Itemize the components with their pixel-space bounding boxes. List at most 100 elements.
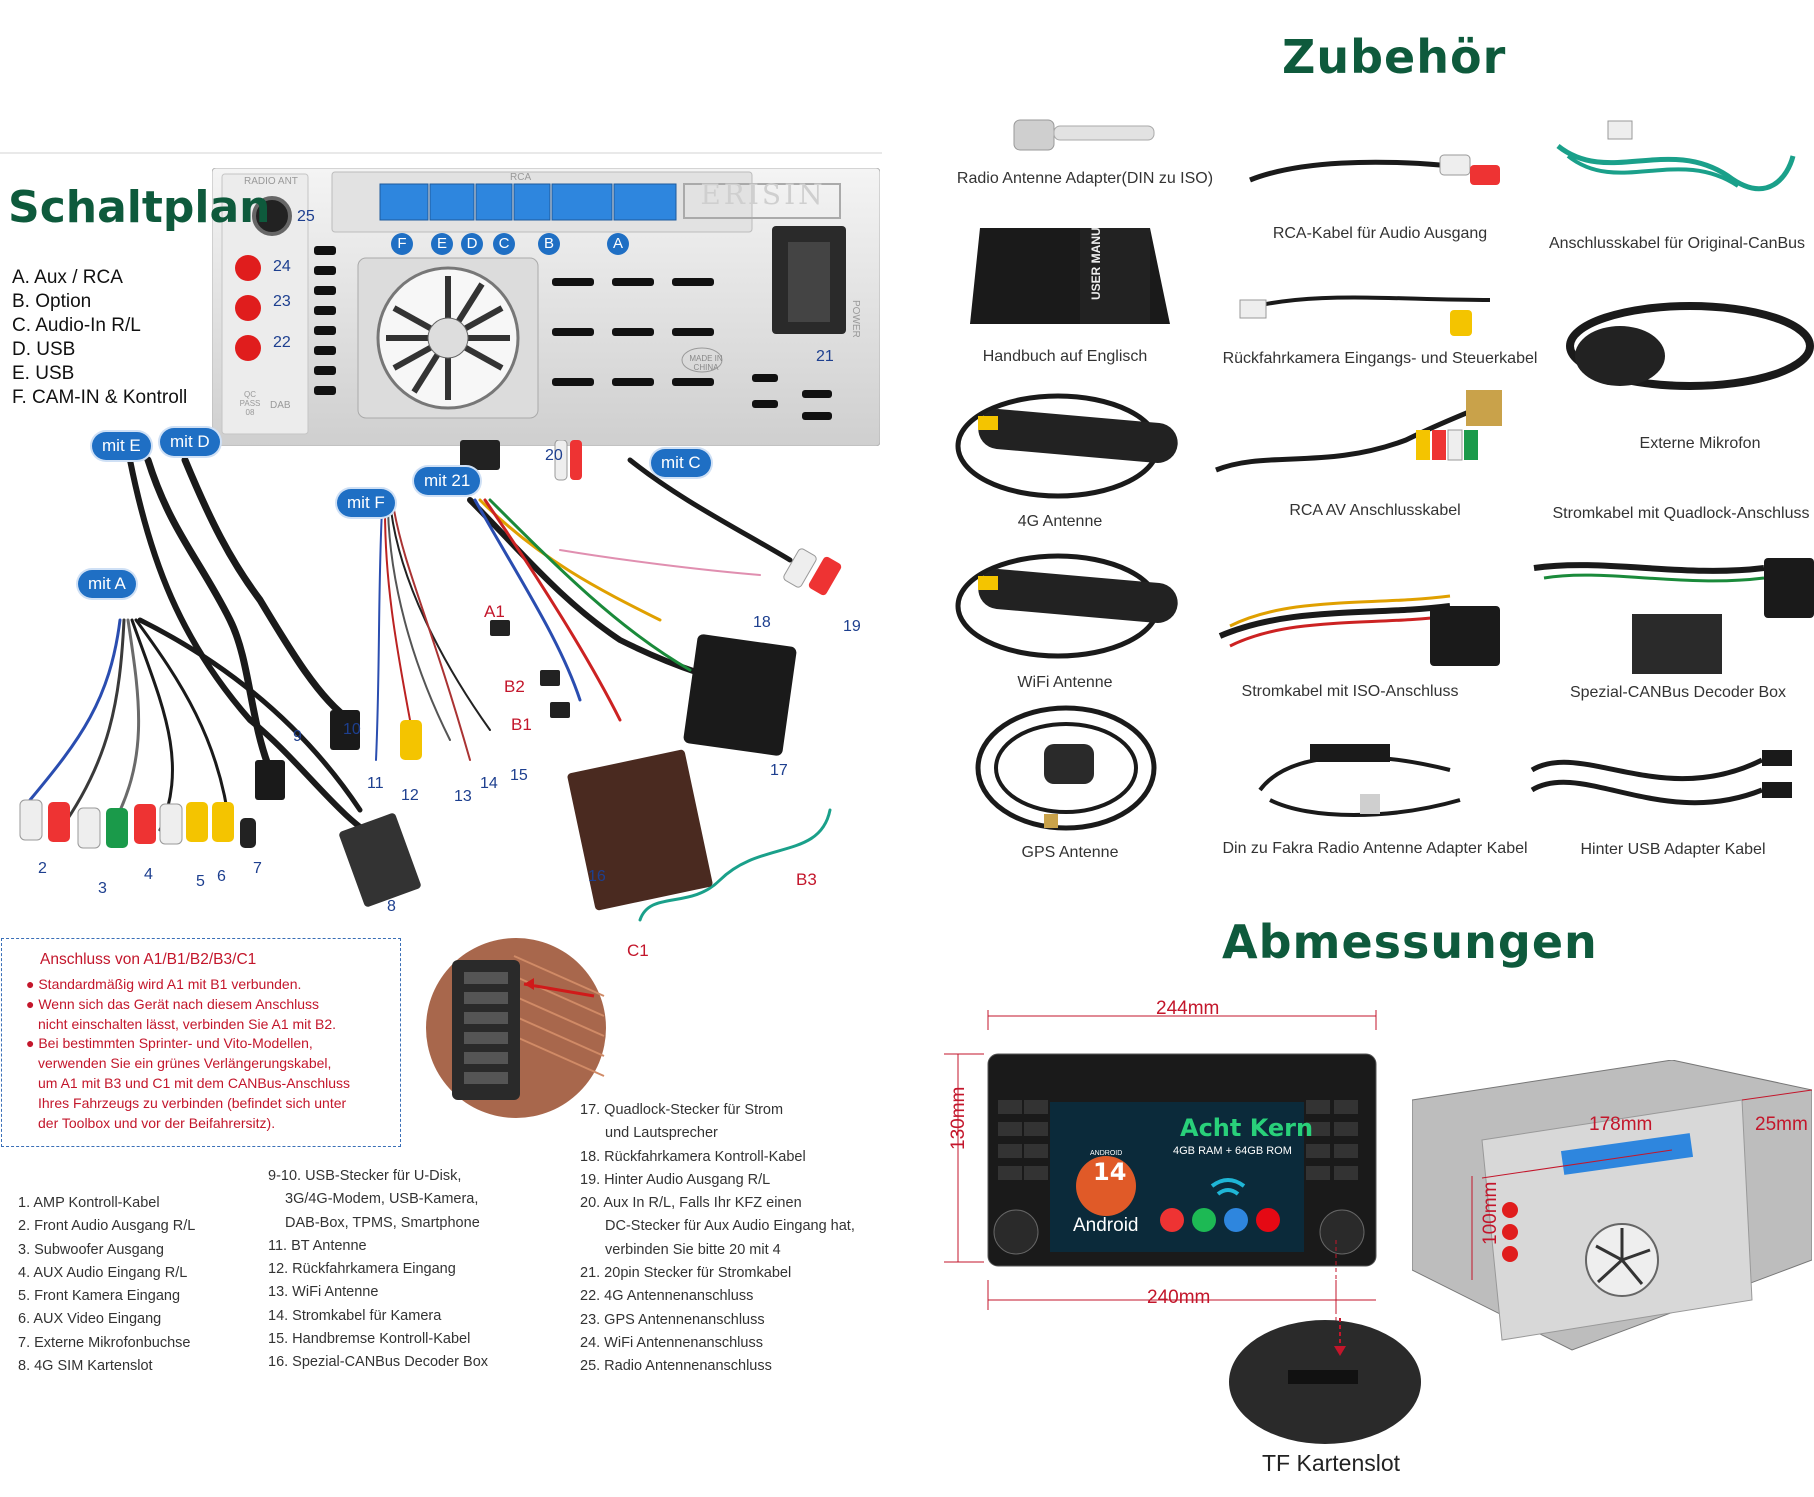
rca-label: RCA (510, 172, 532, 183)
list-item: 7. Externe Mikrofonbuchse (18, 1334, 191, 1351)
accessory-caption: 4G Antenne (1017, 513, 1103, 530)
bubble-mit-c: mit C (651, 449, 711, 477)
rca-audio-cable-image (1249, 154, 1500, 185)
list-item: DAB-Box, TPMS, Smartphone (285, 1214, 480, 1231)
legend-item: C. Audio-In R/L (12, 315, 141, 336)
label-b3: B3 (796, 870, 817, 889)
wire-number-8: 8 (387, 898, 396, 915)
port-number-22: 22 (273, 334, 291, 351)
note-line: verwenden Sie ein grünes Verlängerungska… (38, 1055, 332, 1072)
bubble-mit-d: mit D (160, 428, 220, 456)
list-item: 3G/4G-Modem, USB-Kamera, (285, 1191, 479, 1208)
wire-number-10: 10 (343, 721, 361, 738)
wire-number-7: 7 (253, 860, 262, 877)
list-item: 8. 4G SIM Kartenslot (18, 1358, 153, 1375)
list-item: 17. Quadlock-Stecker für Strom (580, 1102, 784, 1118)
front-unit-image (944, 1010, 1377, 1330)
wire-number-9: 9 (293, 728, 302, 745)
legend-item: D. USB (12, 339, 76, 360)
abmessungen-heading: Abmessungen (1222, 915, 1598, 969)
list-item: 22. 4G Antennenanschluss (580, 1288, 754, 1305)
dab-label: DAB (270, 400, 291, 411)
list-item: 20. Aux In R/L, Falls Ihr KFZ einen (580, 1195, 802, 1212)
accessory-caption: Handbuch auf Englisch (982, 348, 1148, 365)
screen-badge: ANDROID (1090, 1150, 1123, 1157)
list-item: 16. Spezial-CANBus Decoder Box (268, 1354, 489, 1371)
section-divider (0, 152, 882, 154)
port-number-23: 23 (273, 293, 291, 310)
head-unit-rear-panel (212, 168, 880, 446)
accessory-caption: GPS Antenne (1021, 844, 1119, 861)
bubble-mit-f: mit F (337, 489, 395, 517)
label-b1: B1 (511, 715, 532, 734)
made-in-label: MADE IN CHINA (689, 354, 723, 372)
note-line: um A1 mit B3 und C1 mit dem CANBus-Ansch… (38, 1074, 351, 1091)
antenna-adapter-image (1013, 119, 1155, 151)
fakra-adapter-image (1258, 744, 1461, 817)
schaltplan-title: Schaltplan (8, 182, 271, 233)
legend-list-col2: 9-10. USB-Stecker für U-Disk, 3G/4G-Mode… (268, 1165, 488, 1375)
reverse-camera-cable-image (1239, 295, 1491, 336)
usb-adapter-cable-image (1530, 750, 1792, 806)
4g-antenna-image (955, 393, 1178, 499)
accessory-caption: Hinter USB Adapter Kabel (1580, 841, 1766, 858)
list-item: 15. Handbremse Kontroll-Kabel (268, 1331, 471, 1348)
bubble-mit-21: mit 21 (414, 467, 481, 495)
tf-slot-label: TF Kartenslot (1262, 1450, 1401, 1476)
accessory-caption: WiFi Antenne (1017, 674, 1113, 691)
wire-number-15: 15 (510, 767, 528, 784)
port-number-24: 24 (273, 258, 291, 275)
accessory-caption: RCA-Kabel für Audio Ausgang (1272, 225, 1488, 242)
quadlock-and-decoder-image (1533, 558, 1814, 674)
side-unit-image (1412, 1060, 1812, 1351)
wire-number-12: 12 (401, 787, 419, 804)
dimension-width-top: 244mm (1156, 998, 1220, 1019)
connection-note-box: Anschluss von A1/B1/B2/B3/C1 ● Standardm… (1, 938, 401, 1147)
list-item: 3. Subwoofer Ausgang (18, 1241, 164, 1258)
wire-number-11: 11 (367, 775, 384, 792)
manual-title: USER MANUAL (1089, 228, 1103, 300)
bubble-mit-a: mit A (78, 570, 136, 598)
note-line: nicht einschalten lässt, verbinden Sie A… (38, 1015, 337, 1032)
connector-closeup-image (426, 938, 606, 1118)
list-item: 2. Front Audio Ausgang R/L (18, 1218, 196, 1235)
port-number-21: 21 (816, 348, 834, 365)
dimension-width-bottom: 240mm (1147, 1287, 1211, 1308)
list-item: 9-10. USB-Stecker für U-Disk, (268, 1168, 462, 1184)
port-letter-c: C (493, 233, 515, 255)
wire-number-18: 18 (753, 614, 771, 631)
tf-slot-closeup-image (1229, 1318, 1421, 1444)
accessory-caption: Din zu Fakra Radio Antenne Adapter Kabel (1222, 840, 1528, 857)
radio-ant-label: RADIO ANT (244, 176, 298, 187)
accessory-caption: Rückfahrkamera Eingangs- und Steuerkabel (1222, 350, 1538, 367)
note-line: Ihres Fahrzeugs zu verbinden (befindet s… (38, 1094, 347, 1111)
list-item: 21. 20pin Stecker für Stromkabel (580, 1265, 792, 1282)
wire-number-14: 14 (480, 775, 498, 792)
wire-number-17: 17 (770, 762, 788, 779)
list-item: 19. Hinter Audio Ausgang R/L (580, 1171, 771, 1188)
wire-number-19: 19 (843, 618, 861, 635)
brand-plate-text: ERISIN (700, 178, 826, 211)
note-line: ● Wenn sich das Gerät nach diesem Anschl… (26, 995, 320, 1012)
port-letter-d: D (461, 233, 483, 255)
wire-number-4: 4 (144, 866, 153, 883)
accessory-caption: Externe Mikrofon (1639, 435, 1761, 452)
list-item: DC-Stecker für Aux Audio Eingang hat, (605, 1218, 855, 1235)
note-line: ● Standardmäßig wird A1 mit B1 verbunden… (26, 976, 302, 992)
port-letter-b: B (538, 233, 560, 255)
note-line: der Toolbox und vor der Beifahrersitz). (38, 1114, 276, 1131)
dimension-offset: 25mm (1755, 1114, 1808, 1135)
wire-number-3: 3 (98, 880, 107, 897)
dimension-height: 130mm (948, 1086, 969, 1150)
label-a1: A1 (484, 602, 505, 621)
zubehoer-heading: Zubehör (1282, 30, 1507, 84)
list-item: 24. WiFi Antennenanschluss (580, 1334, 763, 1351)
legend-item: E. USB (12, 363, 75, 384)
accessory-caption: RCA AV Anschlusskabel (1289, 502, 1461, 519)
bubble-mit-e: mit E (92, 432, 151, 460)
list-item: 6. AUX Video Eingang (18, 1311, 162, 1328)
wire-number-6: 6 (217, 868, 226, 885)
note-title: Anschluss von A1/B1/B2/B3/C1 (40, 951, 257, 968)
accessory-caption: Stromkabel mit ISO-Anschluss (1241, 683, 1459, 700)
label-b2: B2 (504, 677, 525, 696)
